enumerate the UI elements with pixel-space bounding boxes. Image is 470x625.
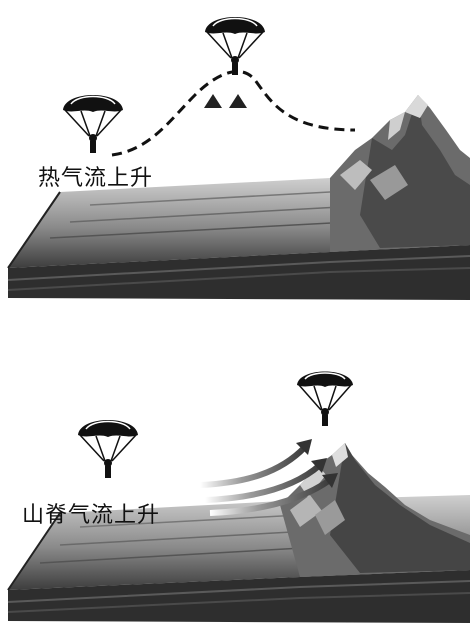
glide-path (111, 69, 356, 157)
ridge-wind-arrows (199, 439, 338, 516)
thermal-updraft-label: 热气流上升 (38, 166, 154, 191)
paraglider-icon (205, 17, 265, 75)
thermal-updraft-diagram (7, 17, 470, 300)
mountain-range (330, 95, 470, 252)
paraglider-icon (297, 371, 353, 426)
ridge-lift-panel: 山脊气流上升 (0, 315, 470, 625)
paraglider-icon (78, 420, 138, 478)
thermal-updraft-arrows (204, 94, 247, 160)
ridge-lift-diagram (7, 371, 470, 623)
thermal-updraft-panel: 热气流上升 (0, 0, 470, 305)
ridge-lift-label: 山脊气流上升 (22, 503, 161, 528)
paraglider-icon (63, 95, 123, 153)
